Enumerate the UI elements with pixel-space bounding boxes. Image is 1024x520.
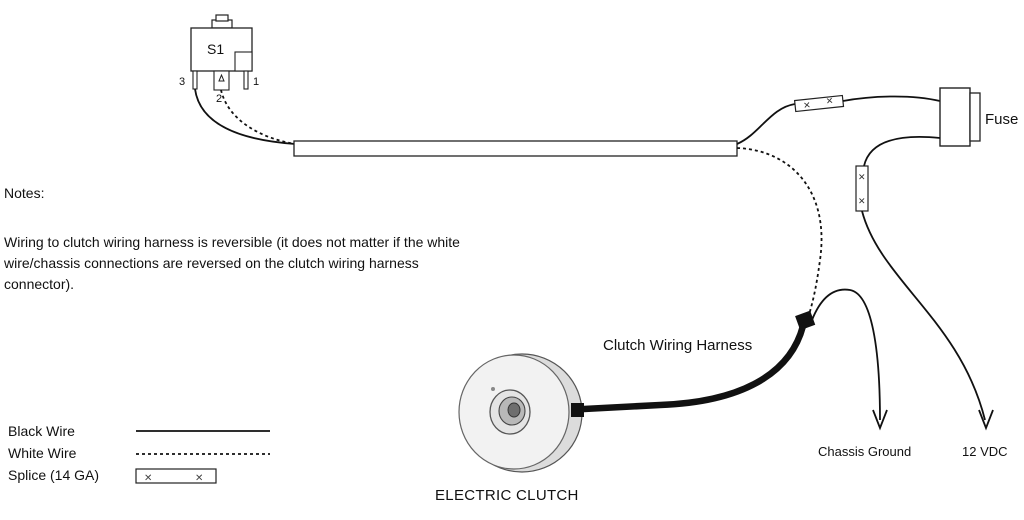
- clutch-label: ELECTRIC CLUTCH: [435, 487, 579, 504]
- arrow-12vdc: [978, 409, 994, 431]
- wire-bundle: [293, 140, 738, 157]
- notes-title: Notes:: [4, 185, 45, 201]
- switch-tab: [234, 51, 253, 72]
- svg-text:✕: ✕: [858, 173, 866, 183]
- splice-vdc-side: ✕ ✕: [855, 165, 869, 212]
- black-wire-to-12vdc: [861, 210, 986, 421]
- harness-label: Clutch Wiring Harness: [603, 337, 753, 354]
- white-wire-to-harness: [736, 147, 823, 319]
- svg-text:✕: ✕: [825, 97, 834, 108]
- white-wire-switch: [220, 89, 296, 145]
- black-wire-splice-to-fuse: [842, 95, 941, 102]
- switch-s1: [190, 14, 253, 91]
- pin-label-3: 3: [179, 76, 186, 88]
- legend-label-splice: Splice (14 GA): [8, 467, 100, 483]
- clutch-indicator-dot: [491, 387, 495, 391]
- vdc-label: 12 VDC: [962, 444, 1008, 459]
- svg-text:✕: ✕: [144, 473, 152, 484]
- switch-pin-2-mark: [218, 73, 225, 82]
- splice-fuse-side: ✕ ✕: [793, 94, 845, 113]
- fuse-holder: [939, 87, 981, 147]
- switch-pin-1: [243, 70, 249, 90]
- black-wire-to-fuse: [736, 103, 796, 145]
- svg-text:✕: ✕: [858, 197, 866, 207]
- clutch-connector-plug: [571, 403, 584, 417]
- clutch-harness-cable: [580, 322, 807, 413]
- legend-label-black-wire: Black Wire: [8, 423, 75, 439]
- black-wire-to-ground: [811, 288, 881, 421]
- switch-label: S1: [207, 41, 225, 57]
- legend-splice-symbol: ✕ ✕: [135, 468, 217, 484]
- electric-clutch: [458, 353, 584, 473]
- chassis-ground-label: Chassis Ground: [818, 444, 912, 459]
- pin-label-2: 2: [216, 93, 223, 105]
- black-wire-switch: [194, 88, 296, 145]
- svg-text:✕: ✕: [803, 101, 812, 112]
- switch-plunger-tip: [215, 14, 229, 22]
- notes-body: Wiring to clutch wiring harness is rever…: [4, 234, 460, 292]
- fuse-label: Fuse: [985, 111, 1019, 128]
- black-wire-fuse-out: [863, 135, 941, 167]
- arrow-ground: [872, 409, 888, 431]
- legend-label-white-wire: White Wire: [8, 445, 77, 461]
- svg-text:✕: ✕: [195, 473, 203, 484]
- switch-pin-3: [192, 70, 198, 90]
- pin-label-1: 1: [253, 76, 260, 88]
